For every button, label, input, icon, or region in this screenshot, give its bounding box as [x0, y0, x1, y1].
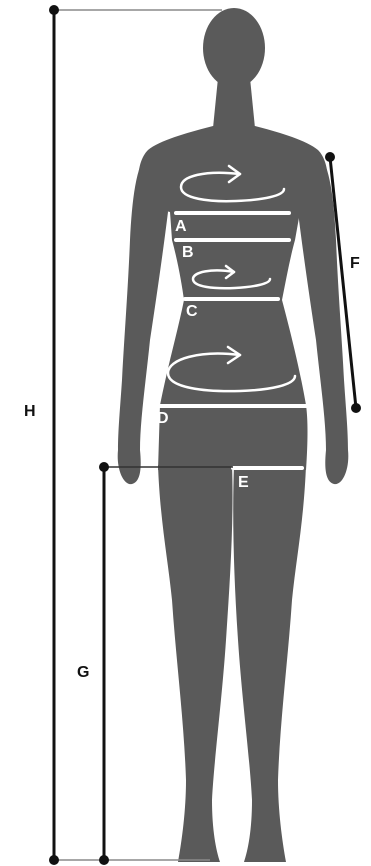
height-bottom-dot [49, 855, 59, 865]
label-g: G [77, 664, 89, 681]
inseam-top-dot [99, 462, 109, 472]
label-f: F [350, 255, 360, 272]
arm-bottom-dot [351, 403, 361, 413]
inseam-bottom-dot [99, 855, 109, 865]
head [203, 8, 265, 88]
arm-top-dot [325, 152, 335, 162]
label-c: C [186, 303, 198, 320]
neck [213, 78, 255, 128]
left-leg [158, 465, 233, 862]
body-silhouette [118, 8, 349, 862]
label-h: H [24, 403, 36, 420]
label-b: B [182, 244, 194, 261]
height-top-dot [49, 5, 59, 15]
label-e: E [238, 474, 249, 491]
label-a: A [175, 218, 187, 235]
right-leg [233, 465, 306, 862]
label-d: D [157, 410, 169, 427]
